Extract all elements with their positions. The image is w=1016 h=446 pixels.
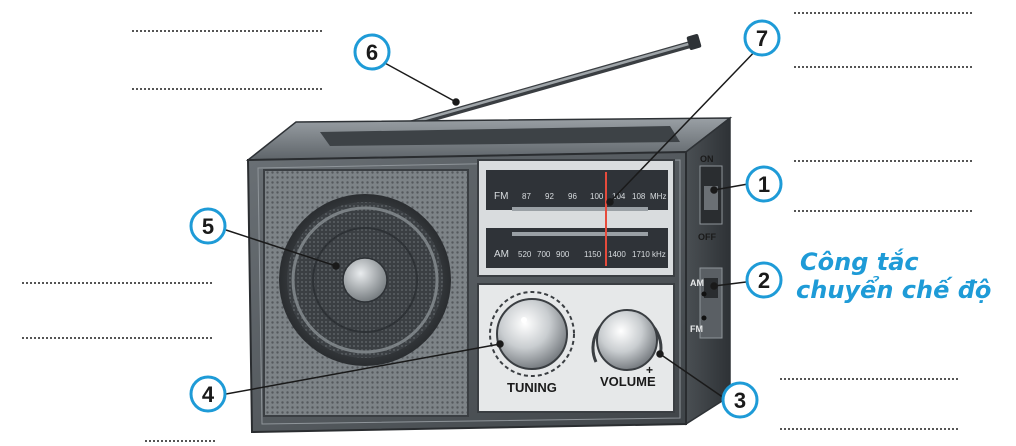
am-tick: 700 [537,250,551,259]
fm-switch-label: FM [690,324,703,334]
answer-line-7a [794,12,972,14]
answer-line-4a [145,440,215,442]
am-tick: 520 [518,250,532,259]
answer-line-1b [794,210,972,212]
fm-tick: 104 [612,192,626,201]
answer-line-7b [794,66,972,68]
fm-tick: 87 [522,192,531,201]
answer-line-3a [780,378,958,380]
callout-number: 3 [734,388,746,413]
am-unit: kHz [652,250,666,259]
fm-tick: 100 [590,192,604,201]
callout-number: 6 [366,40,378,65]
am-switch-label: AM [690,278,704,288]
tuning-label: TUNING [507,380,557,395]
callout-7: 7 [743,19,781,57]
am-tick: 1150 [584,250,602,259]
answer-line-5b [22,337,212,339]
callout-3: 3 [721,381,759,419]
tuning-dial: FM AM 87 92 96 100 104 108 MHz 520 700 9… [477,159,675,277]
callout-number: 1 [758,172,770,197]
volume-label: VOLUME [600,374,656,389]
answer-line-3b [780,428,958,430]
fm-tick: 92 [545,192,554,201]
speaker [263,169,469,417]
callout-number: 2 [758,268,770,293]
leader-lines [225,43,763,399]
callout-1: 1 [745,165,783,203]
power-switch[interactable] [699,165,723,225]
callout-4: 4 [189,375,227,413]
answer-line-5a [22,282,212,284]
tuning-knob[interactable] [489,291,575,377]
am-tick: 1400 [608,250,626,259]
fm-tick: 96 [568,192,577,201]
am-band-label: AM [494,249,509,260]
callout-number: 7 [756,26,768,51]
answer-line-6b [132,88,322,90]
callout-number: 5 [202,214,214,239]
callout-6: 6 [353,33,391,71]
volume-plus-label: + [646,363,653,377]
callout-2: 2 [745,261,783,299]
callout-5: 5 [189,207,227,245]
fm-unit: MHz [650,192,666,201]
mode-switch-caption: Công tắc chuyển chế độ [796,248,991,304]
fm-tick: 108 [632,192,646,201]
answer-line-6a [132,30,322,32]
volume-knob[interactable] [591,309,663,371]
am-tick: 1710 [632,250,650,259]
on-label: ON [700,154,714,164]
fm-band-label: FM [494,191,508,202]
mode-switch-caption-line2: chuyển chế độ [796,276,992,304]
mode-switch-caption-line1: Công tắc [800,248,919,276]
answer-line-1a [794,160,972,162]
callout-number: 4 [202,382,215,407]
am-tick: 900 [556,250,570,259]
off-label: OFF [698,232,716,242]
